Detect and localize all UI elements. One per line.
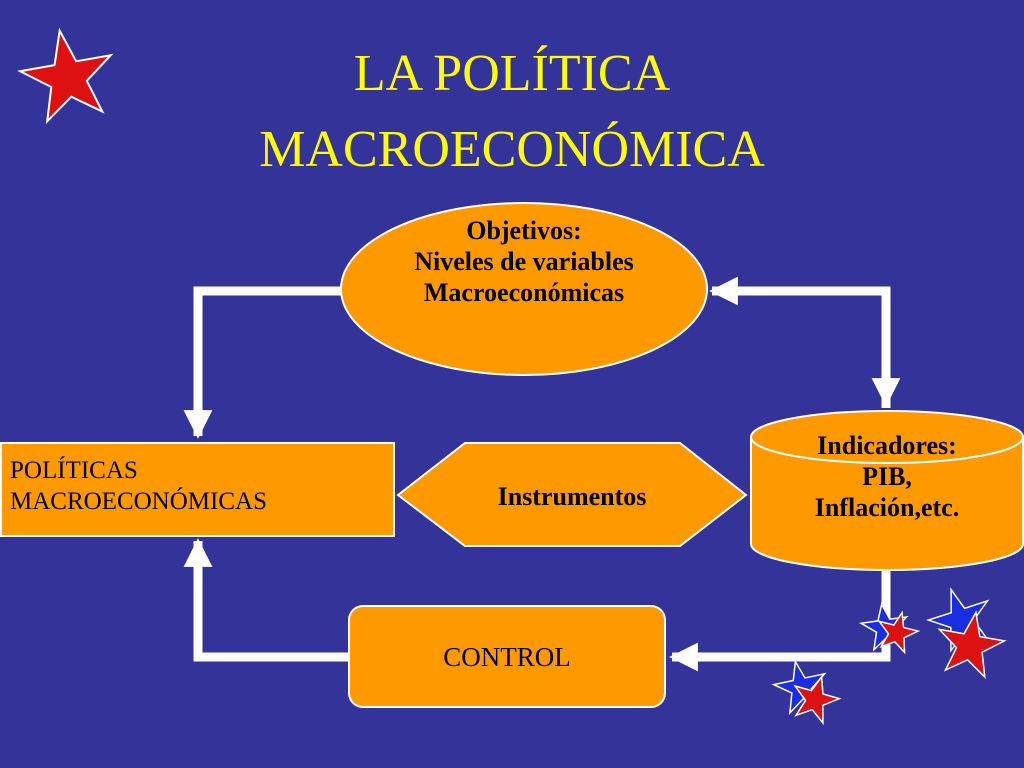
star-icon bbox=[16, 27, 114, 125]
control-label: CONTROL bbox=[443, 642, 571, 672]
indicadores-label: Indicadores: PIB, Inflación,etc. bbox=[762, 430, 1012, 523]
politicas-box bbox=[0, 442, 395, 537]
indicadores-line1: Indicadores: bbox=[817, 431, 957, 460]
objetivos-ellipse bbox=[340, 202, 708, 376]
star-icon bbox=[793, 674, 842, 726]
instrumentos-hexagon bbox=[396, 442, 748, 547]
arrow-control-to-politicas bbox=[183, 538, 350, 662]
indicadores-cylinder bbox=[750, 410, 1024, 571]
slide-title-line2: MACROECONÓMICA bbox=[259, 121, 765, 178]
objetivos-line3: Macroeconómicas bbox=[423, 278, 625, 307]
objetivos-label: Objetivos: Niveles de variables Macroeco… bbox=[374, 215, 674, 308]
indicadores-line2: PIB, bbox=[862, 462, 912, 491]
indicadores-line3: Inflación,etc. bbox=[814, 493, 960, 522]
slide-title-line1: LA POLÍTICA bbox=[353, 45, 671, 102]
objetivos-line2: Niveles de variables bbox=[414, 247, 634, 276]
politicas-label: POLÍTICAS MACROECONÓMICAS bbox=[10, 455, 394, 517]
star-icon bbox=[877, 610, 921, 655]
star-icon bbox=[937, 610, 1007, 680]
politicas-line2: MACROECONÓMICAS bbox=[10, 488, 267, 515]
arrow-objetivos-to-politicas bbox=[183, 286, 342, 439]
arrow-to-objetivos bbox=[709, 276, 891, 408]
politicas-line1: POLÍTICAS bbox=[10, 457, 138, 484]
objetivos-line1: Objetivos: bbox=[466, 216, 582, 245]
arrow-indicadores-to-control bbox=[669, 570, 891, 672]
instrumentos-label: Instrumentos bbox=[497, 482, 647, 511]
control-box bbox=[348, 605, 666, 708]
